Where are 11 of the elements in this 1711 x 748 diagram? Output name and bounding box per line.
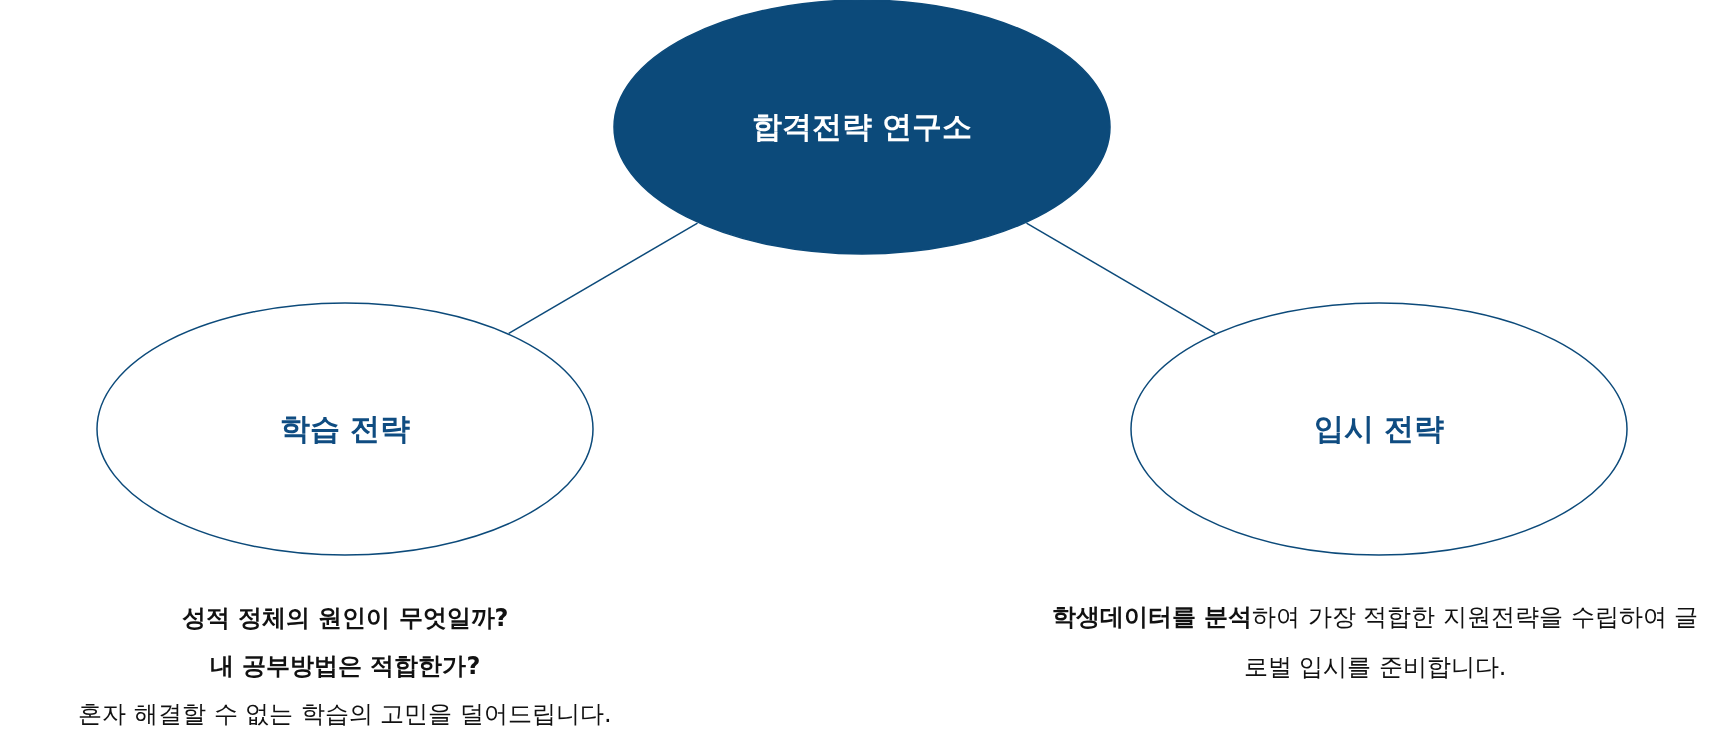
topic-ellipse xyxy=(1130,302,1628,556)
node-label: 합격전략 연구소 xyxy=(750,108,974,146)
topic-ellipse xyxy=(96,302,594,556)
connector-line xyxy=(508,222,699,335)
caption-text: 내 공부방법은 적합한가? xyxy=(208,651,482,682)
caption-text: 성적 정체의 원인이 무엇일까? xyxy=(180,603,510,634)
caption-text: 학생데이터를 분석하여 가장 적합한 지원전략을 수립하여 글로벌 입시를 준비합니다. xyxy=(1050,602,1700,683)
caption-text: 혼자 해결할 수 없는 학습의 고민을 덜어드립니다. xyxy=(77,699,613,730)
node-label: 입시 전략 xyxy=(1312,410,1446,448)
node-label: 학습 전략 xyxy=(278,410,412,448)
connector-line xyxy=(1025,222,1216,335)
